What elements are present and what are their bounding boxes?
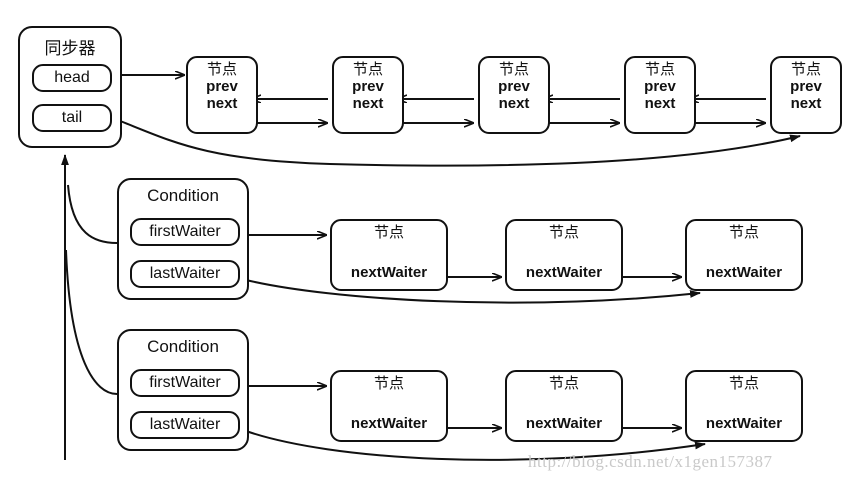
queue-node-3-title: 节点 xyxy=(498,60,529,78)
condition-2-waiter-node-2[interactable]: 节点 nextWaiter xyxy=(505,370,623,442)
queue-node-2-next: next xyxy=(352,94,384,112)
queue-node-1[interactable]: 节点 prev next xyxy=(186,56,258,134)
queue-node-4-prev: prev xyxy=(644,77,676,95)
condition-1-field-lastwaiter-label: lastWaiter xyxy=(149,265,221,282)
condition-2-field-firstwaiter-label: firstWaiter xyxy=(149,374,221,391)
condition-2-waiter-node-3[interactable]: 节点 nextWaiter xyxy=(685,370,803,442)
edge-conditions-to-synchronizer xyxy=(61,154,118,460)
queue-node-3-next: next xyxy=(498,94,530,112)
watermark-text: http://blog.csdn.net/x1gen157387 xyxy=(528,452,773,471)
condition-2-field-firstwaiter[interactable]: firstWaiter xyxy=(130,369,240,397)
synchronizer-field-tail[interactable]: tail xyxy=(32,104,112,132)
condition-box-2: Condition firstWaiter lastWaiter xyxy=(117,329,249,451)
condition-1-field-firstwaiter-label: firstWaiter xyxy=(149,223,221,240)
condition-1-waiter-node-3-field: nextWaiter xyxy=(705,263,783,281)
condition-1-waiter-node-2-title: 节点 xyxy=(548,223,579,241)
condition-2-waiter-node-2-title: 节点 xyxy=(548,374,579,392)
queue-node-5-next: next xyxy=(790,94,822,112)
queue-node-3-prev: prev xyxy=(498,77,530,95)
condition-box-1: Condition firstWaiter lastWaiter xyxy=(117,178,249,300)
queue-node-1-next: next xyxy=(206,94,238,112)
queue-node-3[interactable]: 节点 prev next xyxy=(478,56,550,134)
condition-2-field-lastwaiter[interactable]: lastWaiter xyxy=(130,411,240,439)
synchronizer-box: 同步器 head tail xyxy=(18,26,122,148)
edge-cond1-lastwaiter-to-waiter3 xyxy=(245,279,701,304)
condition-1-waiter-node-1-title: 节点 xyxy=(373,223,404,241)
synchronizer-field-head-label: head xyxy=(54,69,90,86)
condition-2-waiter-node-1-title: 节点 xyxy=(373,374,404,392)
queue-node-2[interactable]: 节点 prev next xyxy=(332,56,404,134)
queue-node-1-title: 节点 xyxy=(206,60,237,78)
queue-node-5[interactable]: 节点 prev next xyxy=(770,56,842,134)
condition-1-field-firstwaiter[interactable]: firstWaiter xyxy=(130,218,240,246)
condition-2-waiter-node-1[interactable]: 节点 nextWaiter xyxy=(330,370,448,442)
condition-1-waiter-node-2[interactable]: 节点 nextWaiter xyxy=(505,219,623,291)
condition-1-waiter-node-3-title: 节点 xyxy=(728,223,759,241)
condition-1-waiter-node-2-field: nextWaiter xyxy=(525,263,603,281)
queue-node-1-prev: prev xyxy=(206,77,238,95)
queue-node-4-next: next xyxy=(644,94,676,112)
condition-1-title: Condition xyxy=(147,186,219,205)
synchronizer-field-tail-label: tail xyxy=(61,109,83,126)
condition-1-waiter-node-3[interactable]: 节点 nextWaiter xyxy=(685,219,803,291)
queue-node-4[interactable]: 节点 prev next xyxy=(624,56,696,134)
condition-2-waiter-node-3-title: 节点 xyxy=(728,374,759,392)
synchronizer-title: 同步器 xyxy=(44,39,96,58)
condition-2-waiter-node-3-field: nextWaiter xyxy=(705,414,783,432)
condition-2-title: Condition xyxy=(147,337,219,356)
condition-1-waiter-node-1[interactable]: 节点 nextWaiter xyxy=(330,219,448,291)
condition-1-field-lastwaiter[interactable]: lastWaiter xyxy=(130,260,240,288)
condition-2-field-lastwaiter-label: lastWaiter xyxy=(149,416,221,433)
queue-node-2-title: 节点 xyxy=(352,60,383,78)
queue-node-5-title: 节点 xyxy=(790,60,821,78)
queue-node-4-title: 节点 xyxy=(644,60,675,78)
queue-node-2-prev: prev xyxy=(352,77,384,95)
synchronizer-field-head[interactable]: head xyxy=(32,64,112,92)
condition-2-waiter-node-2-field: nextWaiter xyxy=(525,414,603,432)
condition-2-waiter-node-1-field: nextWaiter xyxy=(350,414,428,432)
condition-1-waiter-node-1-field: nextWaiter xyxy=(350,263,428,281)
queue-node-5-prev: prev xyxy=(790,77,822,95)
